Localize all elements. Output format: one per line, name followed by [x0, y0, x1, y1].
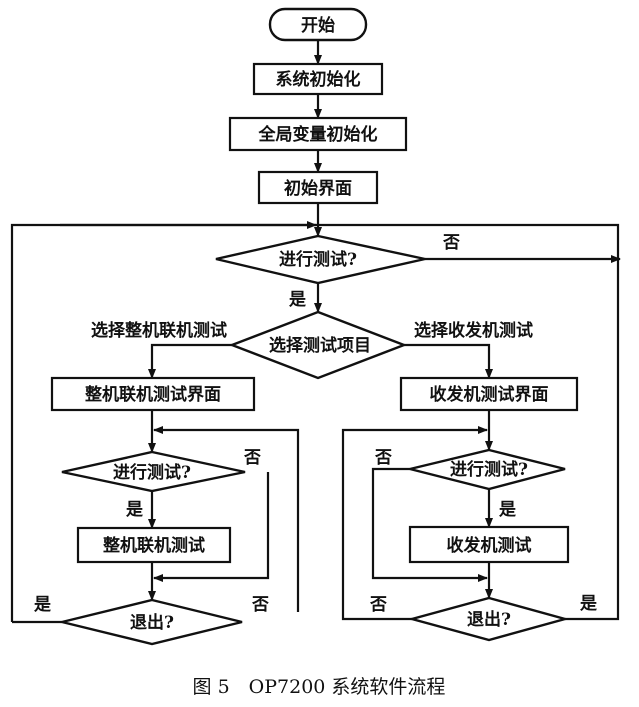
right-run-test-label: 进行测试?: [450, 459, 528, 480]
left-interface-label: 整机联机测试界面: [85, 384, 221, 405]
global-var-init-box: 全局变量初始化: [228, 116, 408, 152]
branch-left-label: 选择整机联机测试: [91, 320, 227, 341]
yes-label-right-exit: 是: [580, 594, 597, 614]
start-terminal: 开始: [268, 7, 368, 42]
no-label-left-exit: 否: [251, 595, 269, 615]
init-interface-box: 初始界面: [257, 170, 379, 205]
yes-label-left-run: 是: [126, 500, 143, 520]
left-interface-box: 整机联机测试界面: [50, 376, 256, 412]
figure-caption: 图 5 OP7200 系统软件流程: [193, 676, 446, 698]
select-item-decision: 选择测试项目: [228, 310, 408, 380]
branch-right-label: 选择收发机测试: [414, 320, 533, 341]
no-label-top: 否: [442, 233, 460, 253]
select-item-label: 选择测试项目: [269, 335, 371, 356]
connectors: [10, 40, 621, 624]
right-test-label: 收发机测试: [447, 535, 532, 556]
right-exit-label: 退出?: [467, 609, 511, 630]
left-test-box: 整机联机测试: [76, 526, 232, 564]
right-exit-decision: 退出?: [407, 596, 570, 642]
right-interface-label: 收发机测试界面: [430, 384, 549, 405]
global-var-init-label: 全局变量初始化: [258, 124, 378, 145]
init-interface-label: 初始界面: [284, 178, 352, 199]
left-exit-decision: 退出?: [61, 598, 243, 646]
yes-label-right-run: 是: [499, 500, 516, 520]
left-run-test-label: 进行测试?: [113, 462, 191, 483]
run-test-label: 进行测试?: [279, 249, 357, 270]
no-label-right-run: 否: [374, 448, 392, 468]
start-label: 开始: [301, 15, 335, 36]
right-test-box: 收发机测试: [408, 525, 570, 564]
left-run-test-decision: 进行测试?: [61, 450, 246, 493]
yes-label-top: 是: [289, 290, 306, 310]
system-init-box: 系统初始化: [252, 62, 384, 96]
no-label-right-exit: 否: [369, 595, 387, 615]
yes-label-left-exit: 是: [34, 595, 51, 615]
right-interface-box: 收发机测试界面: [399, 376, 579, 412]
run-test-decision: 进行测试?: [215, 234, 426, 285]
left-test-label: 整机联机测试: [103, 535, 205, 556]
no-label-left-run: 否: [243, 448, 261, 468]
system-init-label: 系统初始化: [276, 69, 361, 90]
left-exit-label: 退出?: [130, 612, 174, 633]
right-run-test-decision: 进行测试?: [409, 448, 566, 491]
